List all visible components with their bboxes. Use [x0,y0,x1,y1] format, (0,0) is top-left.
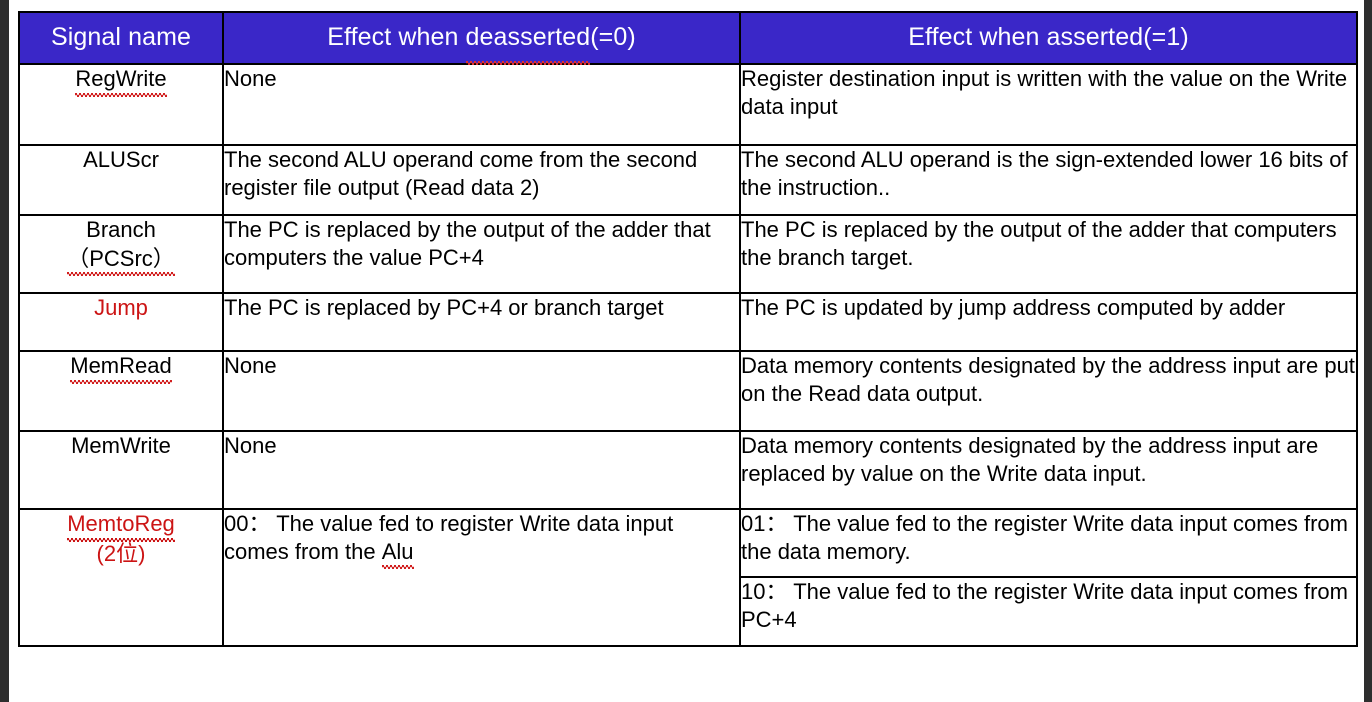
asserted-cell-branch: The PC is replaced by the output of the … [739,214,1358,294]
signal-name-cell-memtoreg: MemtoReg (2位) [18,508,224,647]
signal-name-cell-aluscr: ALUScr [18,144,224,216]
asserted-cell-memtoreg-01: 01： The value fed to the register Write … [739,508,1358,578]
signal-label-memread: MemRead [70,352,173,384]
memtoreg-asserted-10-colon: ： [765,579,788,604]
asserted-cell-aluscr: The second ALU operand is the sign-exten… [739,144,1358,216]
memtoreg-deasserted-text: The value fed to register Write data inp… [224,511,674,565]
control-signals-table: Signal name Effect when deasserted(=0) E… [18,11,1358,647]
table-row: Jump The PC is replaced by PC+4 or branc… [18,292,1358,352]
header-asserted-label: Effect when asserted(=1) [908,23,1189,51]
signal-label-regwrite: RegWrite [75,65,167,97]
table-row: MemtoReg (2位) 00： The value fed to regis… [18,508,1358,647]
deasserted-cell-jump: The PC is replaced by PC+4 or branch tar… [222,292,741,352]
table-body: RegWrite None Register destination input… [18,63,1358,647]
signal-name-cell-memread: MemRead [18,350,224,432]
signal-label-memtoreg: MemtoReg [67,510,175,542]
asserted-cell-memwrite: Data memory contents designated by the a… [739,430,1358,510]
signals-table-container: Signal name Effect when deasserted(=0) E… [18,11,1358,647]
memtoreg-deasserted-code: 00 [224,511,249,536]
memtoreg-asserted-10-text: The value fed to the register Write data… [741,579,1348,633]
memtoreg-asserted-01-code: 01 [741,511,766,536]
table-row: RegWrite None Register destination input… [18,63,1358,146]
asserted-cell-memtoreg-10: 10： The value fed to the register Write … [739,576,1358,647]
header-deasserted-suffix: (=0) [590,23,636,51]
header-effect-deasserted: Effect when deasserted(=0) [222,11,741,65]
signal-label-memwrite: MemWrite [71,433,171,458]
signal-name-cell-memwrite: MemWrite [18,430,224,510]
signal-sublabel-memtoreg: (2位) [96,540,146,566]
table-row: 10： The value fed to the register Write … [19,576,1358,647]
table-row: MemRead None Data memory contents design… [18,350,1358,432]
table-row: ALUScr The second ALU operand come from … [18,144,1358,216]
asserted-cell-regwrite: Register destination input is written wi… [739,63,1358,146]
memtoreg-deasserted-colon: ： [248,511,271,536]
deasserted-cell-memread: None [222,350,741,432]
signal-label-aluscr: ALUScr [83,147,159,172]
memtoreg-deasserted-misspelled-word: Alu [381,538,414,570]
table-row: Branch （PCSrc） The PC is replaced by the… [18,214,1358,294]
left-gutter-bar [0,0,9,702]
table-row: MemWrite None Data memory contents desig… [18,430,1358,510]
table-header: Signal name Effect when deasserted(=0) E… [18,11,1358,65]
memtoreg-asserted-01-text: The value fed to the register Write data… [741,511,1348,565]
header-effect-asserted: Effect when asserted(=1) [739,11,1358,65]
deasserted-cell-aluscr: The second ALU operand come from the sec… [222,144,741,216]
header-signal-name-label: Signal name [50,23,192,51]
signal-name-cell-jump: Jump [18,292,224,352]
signal-label-branch: Branch [86,217,156,242]
signal-name-cell-regwrite: RegWrite [18,63,224,146]
right-gutter-bar [1364,0,1372,702]
asserted-cell-memread: Data memory contents designated by the a… [739,350,1358,432]
header-deasserted-prefix: Effect when [327,23,466,51]
header-row: Signal name Effect when deasserted(=0) E… [18,11,1358,65]
deasserted-cell-branch: The PC is replaced by the output of the … [222,214,741,294]
signal-sublabel-branch-text: （PCSrc） [67,245,175,276]
header-deasserted-misspelled-word: deasserted [465,13,591,65]
asserted-cell-jump: The PC is updated by jump address comput… [739,292,1358,352]
signal-sublabel-branch: （PCSrc） [20,245,222,276]
memtoreg-asserted-01-colon: ： [765,511,788,536]
signal-name-cell-branch: Branch （PCSrc） [18,214,224,294]
deasserted-cell-memwrite: None [222,430,741,510]
slide-canvas: Signal name Effect when deasserted(=0) E… [9,0,1364,702]
signal-label-jump: Jump [94,295,148,320]
header-signal-name: Signal name [18,11,224,65]
deasserted-cell-memtoreg: 00： The value fed to register Write data… [222,508,741,647]
deasserted-cell-regwrite: None [222,63,741,146]
memtoreg-asserted-10-code: 10 [741,579,766,604]
